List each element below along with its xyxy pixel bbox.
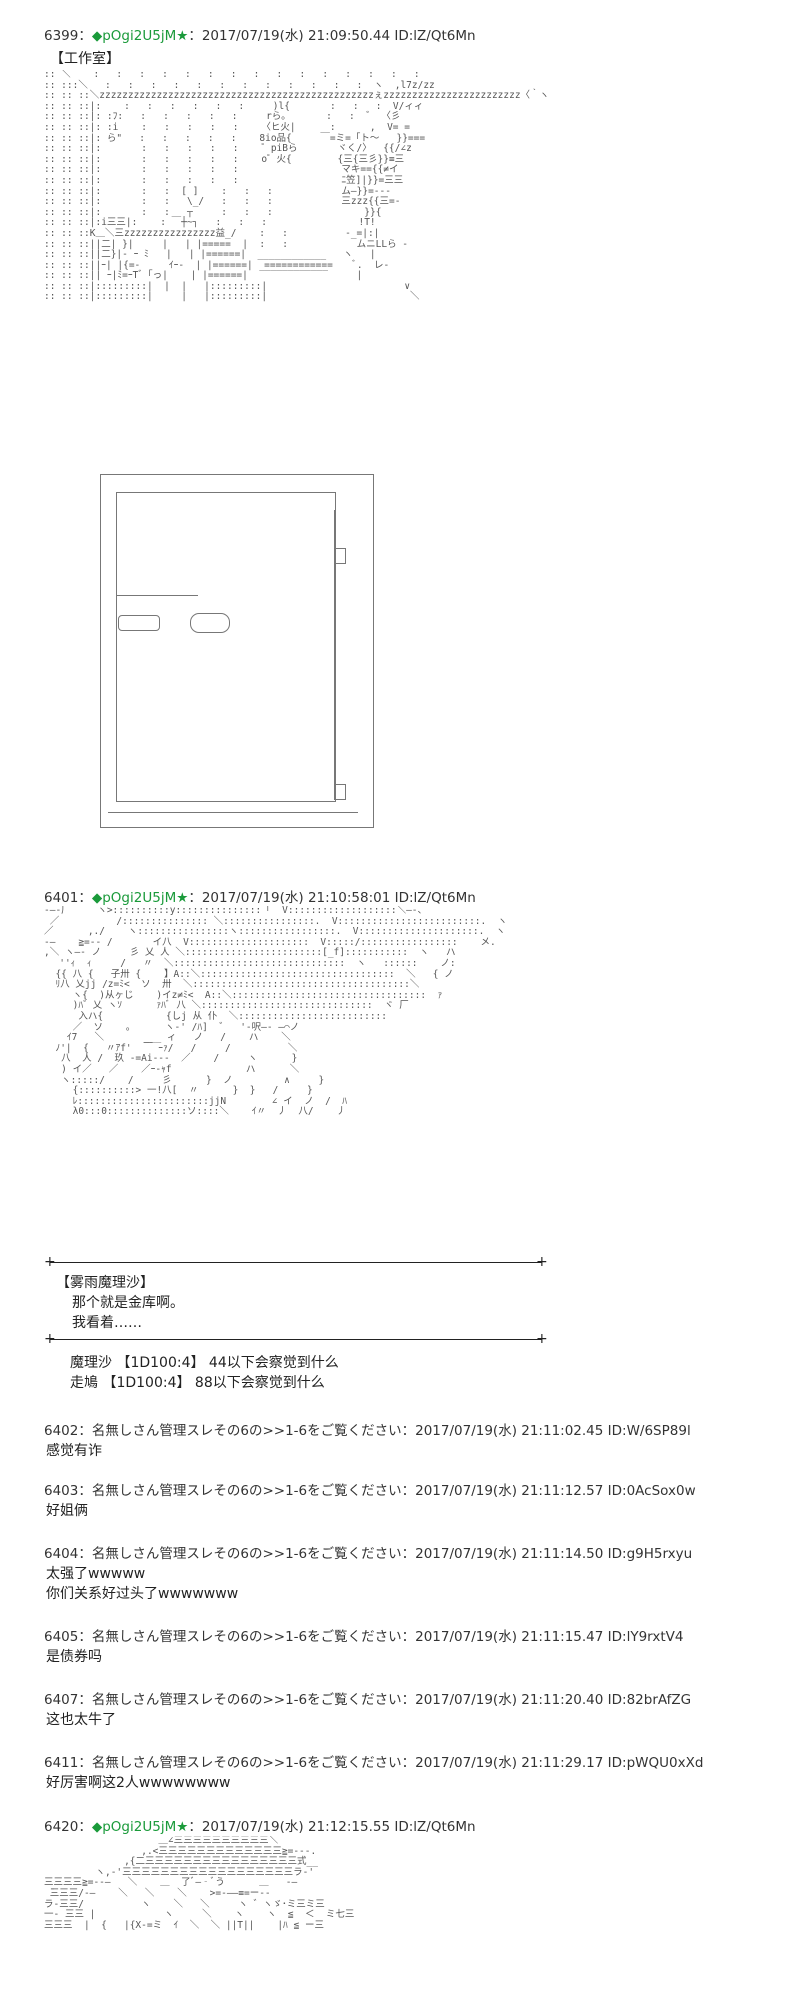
post-number: 6399 [44, 28, 79, 44]
post-number: 6401 [44, 890, 79, 906]
ascii-art-characters: -―‐厂 ￣ヽ>::::::::::y:::::::::::::::「 V:::… [44, 906, 508, 1118]
tripcode: ◆pOgi2U5jM [91, 890, 177, 906]
star-icon: ★ [176, 28, 189, 44]
post-body: 感觉有诈 [46, 1443, 102, 1459]
star-icon: ★ [176, 1819, 189, 1835]
post-header-6420: 6420：◆pOgi2U5jM★：2017/07/19(水) 21:12:15.… [44, 1819, 476, 1835]
vault-hinge-bottom [334, 784, 346, 800]
post-datetime: ：2017/07/19(水) 21:09:50.44 ID:lZ/Qt6Mn [188, 28, 476, 44]
post-body: 这也太牛了 [46, 1712, 116, 1728]
star-icon: ★ [176, 890, 189, 906]
dialogue-line: 我看着…… [72, 1315, 142, 1331]
post-number: 6420 [44, 1819, 79, 1835]
divider-bottom [50, 1339, 542, 1340]
post-header-6405: 6405：名無しさん管理スレその6の>>1-6をご覧ください：2017/07/1… [44, 1629, 684, 1645]
post-datetime: ：2017/07/19(水) 21:12:15.55 ID:lZ/Qt6Mn [188, 1819, 476, 1835]
vault-door-line [116, 595, 198, 597]
post-datetime: ：2017/07/19(水) 21:10:58:01 ID:lZ/Qt6Mn [188, 890, 476, 906]
divider-cap-right: + [536, 1331, 548, 1347]
post-header-6404: 6404：名無しさん管理スレその6の>>1-6をご覧ください：2017/07/1… [44, 1546, 693, 1562]
dice-roll: 走鳩 【1D100:4】 88以下会察觉到什么 [70, 1375, 325, 1391]
divider-cap-right: + [536, 1254, 548, 1270]
post-header-6399: 6399：◆pOgi2U5jM★：2017/07/19(水) 21:09:50.… [44, 28, 476, 44]
post-body: 好厉害啊这2人wwwwwwww [46, 1775, 231, 1791]
post-body: 好姐俩 [46, 1503, 88, 1519]
post-header-6401: 6401：◆pOgi2U5jM★：2017/07/19(水) 21:10:58:… [44, 890, 476, 906]
vault-dial [190, 613, 230, 633]
vault-outer [100, 474, 374, 828]
post-body: 你们关系好过头了wwwwwww [46, 1586, 239, 1602]
ascii-art-vault-closeup: ＿∠三三三三三三三三三三＼ ,.<三三三三三三三三三三三三三≧=---. ,{二… [44, 1836, 355, 1931]
vault-handle [118, 615, 160, 631]
divider-top [50, 1262, 542, 1263]
post-header-6407: 6407：名無しさん管理スレその6の>>1-6をご覧ください：2017/07/1… [44, 1692, 692, 1708]
divider-cap-left: + [44, 1254, 56, 1270]
ascii-art-workroom: :: ＼ : : : : : : : : : : : : : : : :: ::… [44, 70, 549, 303]
vault-door [116, 492, 336, 802]
dice-roll: 魔理沙 【1D100:4】 44以下会察觉到什么 [70, 1355, 339, 1371]
vault-hinge-top [334, 548, 346, 564]
post-header-6403: 6403：名無しさん管理スレその6の>>1-6をご覧ください：2017/07/1… [44, 1483, 696, 1499]
post-header-6411: 6411：名無しさん管理スレその6の>>1-6をご覧ください：2017/07/1… [44, 1755, 704, 1771]
speaker-name: 【雾雨魔理沙】 [56, 1275, 154, 1291]
scene-label: 【工作室】 [50, 51, 120, 67]
divider-cap-left: + [44, 1331, 56, 1347]
post-body: 太强了wwwww [46, 1566, 146, 1582]
vault-hinge [334, 510, 336, 786]
tripcode: ◆pOgi2U5jM [91, 28, 177, 44]
post-header-6402: 6402：名無しさん管理スレその6の>>1-6をご覧ください：2017/07/1… [44, 1423, 691, 1439]
post-body: 是债券吗 [46, 1649, 102, 1665]
vault-base [108, 812, 358, 814]
dialogue-line: 那个就是金库啊。 [72, 1295, 184, 1311]
tripcode: ◆pOgi2U5jM [91, 1819, 177, 1835]
